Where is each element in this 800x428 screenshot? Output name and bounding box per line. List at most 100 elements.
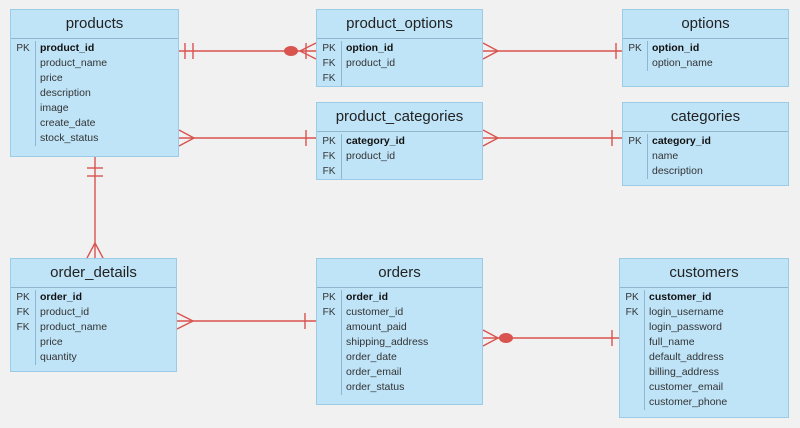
field-row: price bbox=[40, 72, 63, 84]
field-row: create_date bbox=[40, 117, 96, 129]
field-row: product_id bbox=[40, 42, 95, 54]
key-marker-empty bbox=[620, 380, 644, 395]
fk-marker: FK bbox=[16, 322, 30, 333]
key-marker-empty bbox=[11, 86, 35, 101]
field-row: full_name bbox=[649, 336, 695, 348]
key-marker-empty bbox=[11, 131, 35, 146]
field-row: customer_phone bbox=[649, 396, 728, 408]
field-row: order_email bbox=[346, 366, 402, 378]
fk-marker: FK bbox=[322, 307, 336, 318]
relation-dot bbox=[284, 46, 298, 56]
fk-marker: FK bbox=[322, 166, 336, 177]
field-row: shipping_address bbox=[346, 336, 429, 348]
field-row: category_id bbox=[652, 135, 711, 147]
field-row: billing_address bbox=[649, 366, 720, 378]
field-row: product_name bbox=[40, 57, 108, 69]
key-marker-empty bbox=[623, 149, 647, 164]
field-row: order_id bbox=[346, 291, 389, 303]
relation-product-categories-categories bbox=[482, 129, 622, 147]
key-marker-empty bbox=[11, 56, 35, 71]
key-marker-empty bbox=[11, 101, 35, 116]
pk-marker: PK bbox=[16, 43, 30, 54]
field-row: option_id bbox=[346, 42, 394, 54]
relation-dot bbox=[499, 333, 513, 343]
field-row: customer_email bbox=[649, 381, 724, 393]
pk-marker: PK bbox=[322, 292, 336, 303]
relation-product-options-options bbox=[482, 42, 622, 60]
field-row: stock_status bbox=[40, 132, 99, 144]
entity-options[interactable]: options PK option_id option_name bbox=[622, 9, 789, 87]
entity-title: order_details bbox=[11, 259, 176, 288]
field-row: login_password bbox=[649, 321, 722, 333]
key-marker-empty bbox=[620, 320, 644, 335]
field-row: price bbox=[40, 336, 63, 348]
pk-marker: PK bbox=[322, 43, 336, 54]
field-row: order_id bbox=[40, 291, 83, 303]
key-marker-empty bbox=[317, 350, 341, 365]
entity-title: categories bbox=[623, 103, 788, 132]
entity-orders[interactable]: orders PK FK order_id customer_id amount_pai… bbox=[316, 258, 483, 405]
relation-order-details-orders bbox=[176, 312, 316, 330]
fk-marker: FK bbox=[625, 307, 639, 318]
field-row: default_address bbox=[649, 351, 724, 363]
key-marker-empty bbox=[620, 350, 644, 365]
field-row: customer_id bbox=[649, 291, 712, 303]
field-row: amount_paid bbox=[346, 321, 407, 333]
relation-products-order-details bbox=[86, 157, 104, 259]
field-row bbox=[346, 164, 405, 179]
fk-marker: FK bbox=[322, 73, 336, 84]
entity-product-options[interactable]: product_options PK FK FK option_id product_i… bbox=[316, 9, 483, 87]
key-marker-empty bbox=[623, 56, 647, 71]
field-row: product_name bbox=[40, 321, 108, 333]
key-marker-empty bbox=[11, 116, 35, 131]
field-row: option_id bbox=[652, 42, 700, 54]
key-marker-empty bbox=[317, 380, 341, 395]
field-row: category_id bbox=[346, 135, 405, 147]
key-marker-empty bbox=[620, 395, 644, 410]
fk-marker: FK bbox=[16, 307, 30, 318]
pk-marker: PK bbox=[628, 136, 642, 147]
entity-title: product_options bbox=[317, 10, 482, 39]
entity-title: products bbox=[11, 10, 178, 39]
fk-marker: FK bbox=[322, 58, 336, 69]
pk-marker: PK bbox=[16, 292, 30, 303]
fk-marker: FK bbox=[322, 151, 336, 162]
entity-title: options bbox=[623, 10, 788, 39]
entity-title: product_categories bbox=[317, 103, 482, 132]
field-row: product_id bbox=[346, 57, 396, 69]
field-row: image bbox=[40, 102, 69, 114]
pk-marker: PK bbox=[322, 136, 336, 147]
field-row: customer_id bbox=[346, 306, 404, 318]
field-row: order_status bbox=[346, 381, 405, 393]
key-marker-empty bbox=[317, 365, 341, 380]
field-row: description bbox=[652, 165, 703, 177]
key-marker-empty bbox=[11, 71, 35, 86]
entity-title: customers bbox=[620, 259, 788, 288]
field-row: quantity bbox=[40, 351, 77, 363]
field-row bbox=[346, 71, 395, 86]
entity-title: orders bbox=[317, 259, 482, 288]
field-row: product_id bbox=[40, 306, 90, 318]
key-marker-empty bbox=[317, 320, 341, 335]
field-row: login_username bbox=[649, 306, 724, 318]
key-marker-empty bbox=[620, 335, 644, 350]
relation-products-product-categories bbox=[178, 129, 316, 147]
key-marker-empty bbox=[623, 164, 647, 179]
field-row: name bbox=[652, 150, 679, 162]
pk-marker: PK bbox=[628, 43, 642, 54]
pk-marker: PK bbox=[625, 292, 639, 303]
field-row: description bbox=[40, 87, 91, 99]
field-row: product_id bbox=[346, 150, 396, 162]
key-marker-empty bbox=[11, 350, 35, 365]
field-row: order_date bbox=[346, 351, 397, 363]
field-row: option_name bbox=[652, 57, 713, 69]
key-marker-empty bbox=[317, 335, 341, 350]
key-marker-empty bbox=[620, 365, 644, 380]
key-marker-empty bbox=[11, 335, 35, 350]
